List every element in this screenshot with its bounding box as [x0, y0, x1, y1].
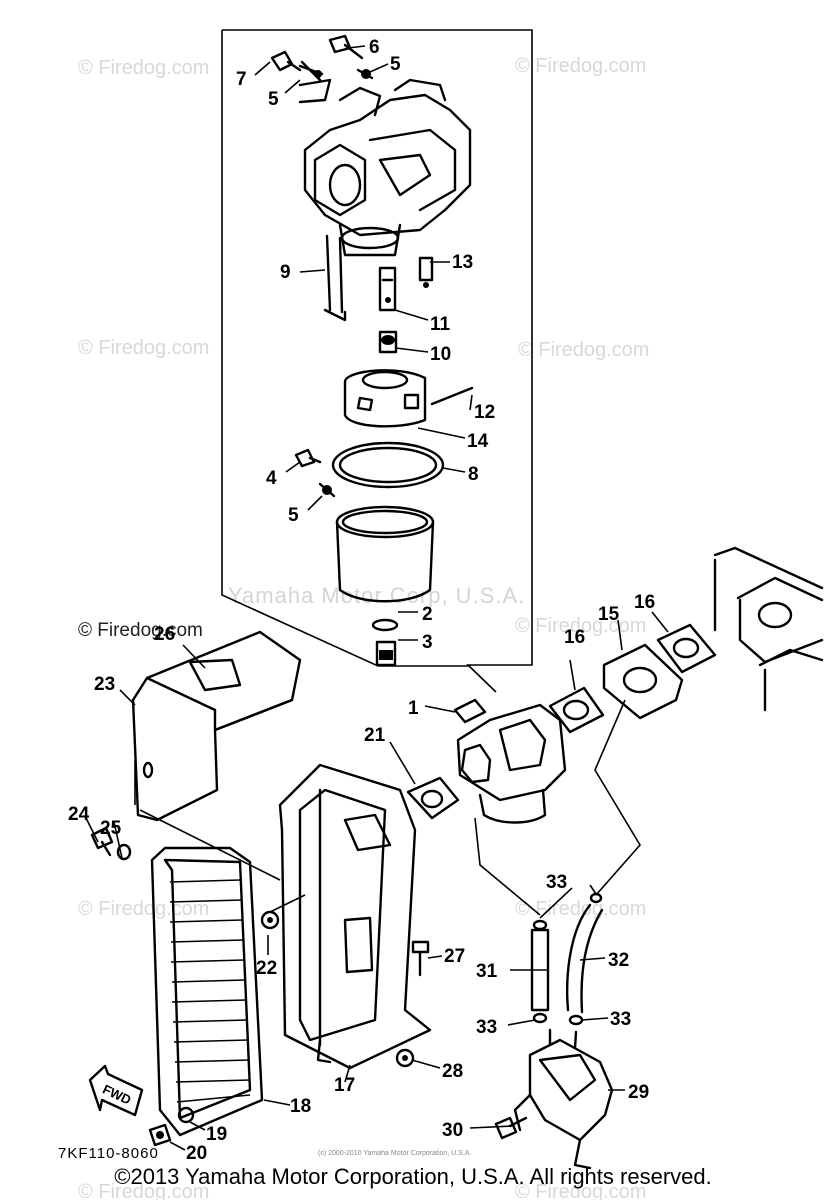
watermark-firedog: © Firedog.com: [78, 1181, 209, 1200]
float-bowl: [335, 505, 435, 603]
watermark-firedog: © Firedog.com: [78, 898, 209, 920]
callout-24: 24: [68, 804, 90, 825]
callout-33: 33: [546, 872, 567, 893]
part-8-gasket-ring: [331, 441, 445, 489]
callout-28: 28: [442, 1061, 463, 1082]
watermark-layer: © Firedog.com © Firedog.com © Firedog.co…: [78, 55, 649, 1200]
copyright-notice: ©2013 Yamaha Motor Corporation, U.S.A. A…: [114, 1164, 712, 1189]
callout-7: 7: [236, 69, 247, 90]
part-22-nut: [260, 910, 280, 930]
part-10-main-jet: [378, 330, 398, 354]
callout-21: 21: [364, 725, 386, 746]
small-print-notice: (c) 2000-2010 Yamaha Motor Corporation, …: [318, 1150, 471, 1157]
part-13-jet: [418, 256, 434, 288]
callout-23: 23: [94, 674, 115, 695]
part-27-bolt: [411, 940, 430, 977]
leader-lines: [85, 45, 669, 1151]
callout-15: 15: [598, 604, 620, 625]
callout-31: 31: [476, 961, 498, 982]
watermark-firedog: © Firedog.com: [515, 898, 646, 920]
carburetor-body-exploded: [298, 78, 472, 257]
part-21-gasket: [406, 776, 460, 820]
callout-17: 17: [334, 1075, 355, 1096]
part-24-bolt: [90, 826, 114, 857]
callout-16: 16: [634, 592, 655, 613]
part-18-filter-element: [150, 846, 264, 1137]
callout-27: 27: [444, 946, 465, 967]
callout-5: 5: [390, 54, 401, 75]
part-28-nut: [395, 1048, 415, 1068]
part-15-insulator: [602, 643, 684, 720]
part-7-screw: [270, 50, 302, 72]
part-19-washer: [177, 1106, 195, 1124]
callout-12: 12: [474, 402, 495, 423]
part-3-drain-bolt: [375, 640, 397, 667]
watermark-firedog: © Firedog.com: [515, 55, 646, 77]
callout-33: 33: [610, 1009, 631, 1030]
callout-30: 30: [442, 1120, 463, 1141]
fwd-direction-arrow: FWD: [88, 1064, 144, 1117]
part-20-nut: [148, 1123, 172, 1147]
callout-26: 26: [154, 624, 175, 645]
part-1-carburetor: [453, 698, 567, 824]
callout-11: 11: [430, 314, 451, 335]
callout-5: 5: [268, 89, 279, 110]
fwd-label: FWD: [100, 1081, 133, 1107]
watermark-firedog: © Firedog.com: [515, 1181, 646, 1200]
drawing-code: 7KF110-8060: [58, 1145, 159, 1162]
callout-1: 1: [408, 698, 419, 719]
callout-14: 14: [467, 431, 489, 452]
callout-25: 25: [100, 818, 122, 839]
callout-20: 20: [186, 1143, 207, 1164]
callout-22: 22: [256, 958, 277, 979]
callout-10: 10: [430, 344, 451, 365]
watermark-firedog: © Firedog.com: [518, 339, 649, 361]
part-32-fuel-hose: [565, 903, 604, 1014]
exploded-view-bracket: [221, 29, 533, 693]
callout-5: 5: [288, 505, 299, 526]
part-5c-spring: [318, 482, 336, 498]
watermark-firedog: © Firedog.com: [78, 337, 209, 359]
callout-4: 4: [266, 468, 277, 489]
callout-29: 29: [628, 1082, 649, 1103]
part-25-washer: [116, 843, 132, 861]
callout-3: 3: [422, 632, 433, 653]
part-29-fuel-pump: [513, 1028, 614, 1170]
watermark-firedog-dark: © Firedog.com: [78, 620, 203, 641]
part-31-fuel-hose: [530, 928, 550, 1012]
part-9-drain-pipe: [323, 234, 347, 322]
callout-8: 8: [468, 464, 479, 485]
part-16a-gasket: [548, 686, 605, 734]
watermark-yamaha: Yamaha Motor Corp, U.S.A.: [228, 583, 525, 608]
callout-33: 33: [476, 1017, 497, 1038]
part-17-air-cleaner-case: [278, 763, 432, 1070]
callout-6: 6: [369, 37, 380, 58]
part-12-float-pin: [430, 386, 474, 406]
part-2-washer: [371, 618, 399, 632]
part-16b-gasket: [656, 623, 717, 674]
part-14-float: [343, 369, 427, 428]
part-5a-spring: [298, 60, 324, 82]
watermark-firedog: © Firedog.com: [515, 615, 646, 637]
engine-intake-fragment: [713, 546, 824, 712]
part-11-nozzle: [378, 266, 397, 312]
part-5b-spring: [356, 68, 374, 80]
part-30-screw: [494, 1116, 528, 1140]
callout-13: 13: [452, 252, 473, 273]
callout-9: 9: [280, 262, 291, 283]
callout-16: 16: [564, 627, 585, 648]
callout-2: 2: [422, 604, 433, 625]
part-4-screw: [294, 448, 322, 468]
callout-labels: 6 7 5 5 9 13 11 10 12 14 8 4 5 2 3 1 21 …: [68, 37, 655, 1164]
callout-19: 19: [206, 1124, 227, 1145]
part-23-cover: [131, 630, 302, 822]
watermark-firedog: © Firedog.com: [78, 57, 209, 79]
callout-32: 32: [608, 950, 629, 971]
callout-18: 18: [290, 1096, 311, 1117]
